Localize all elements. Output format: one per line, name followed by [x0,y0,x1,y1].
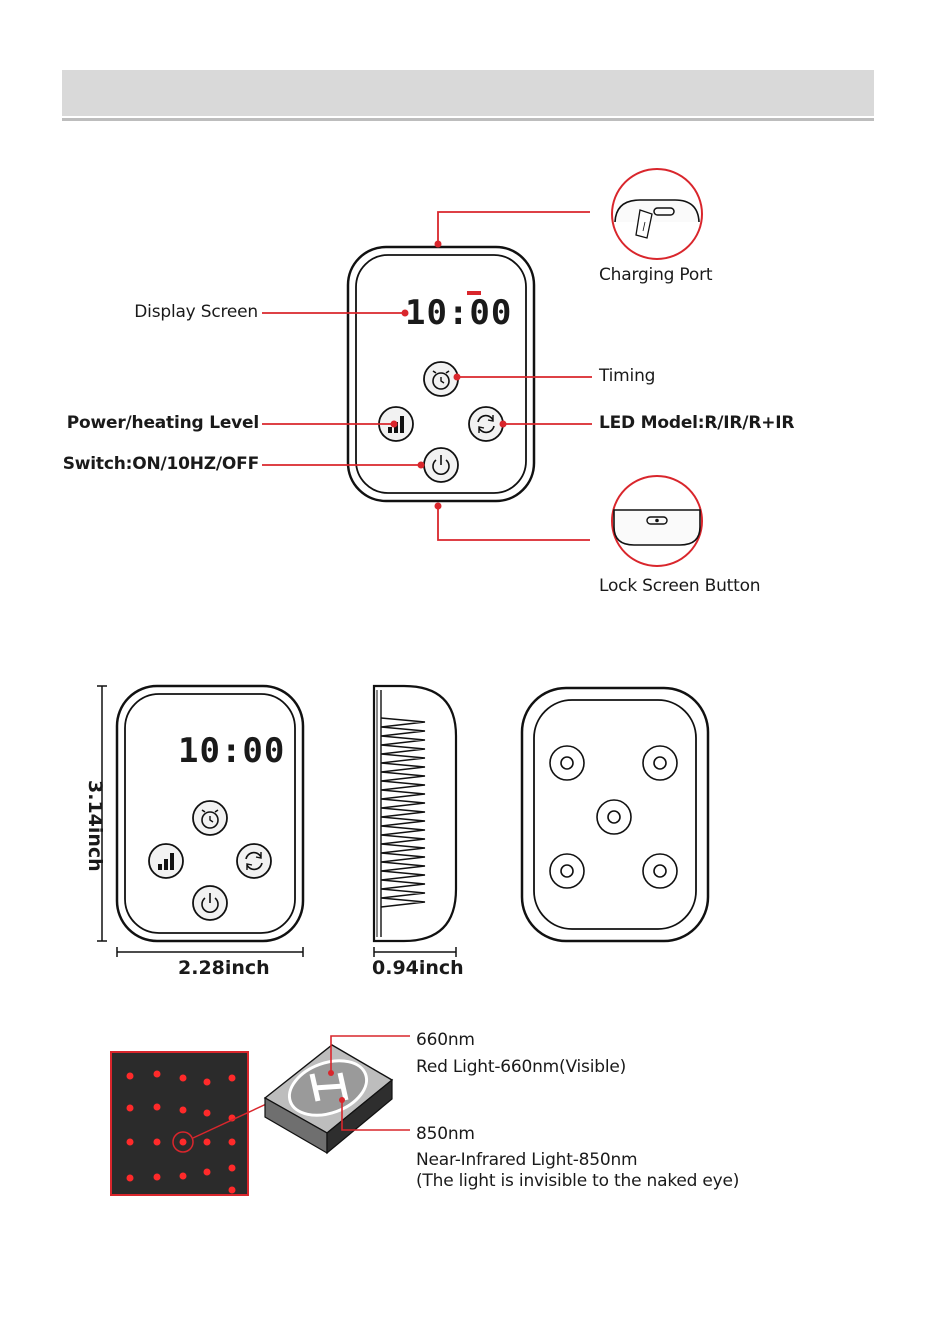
ir-light-description: Near-Infrared Light-850nm [416,1150,637,1170]
ir-wavelength-label: 850nm [416,1124,475,1144]
led-grid-panel [111,1052,248,1195]
red-light-description: Red Light-660nm(Visible) [416,1057,626,1077]
red-wavelength-label: 660nm [416,1030,475,1050]
ir-invisible-note: (The light is invisible to the naked eye… [416,1171,739,1191]
led-chip [265,1045,392,1153]
